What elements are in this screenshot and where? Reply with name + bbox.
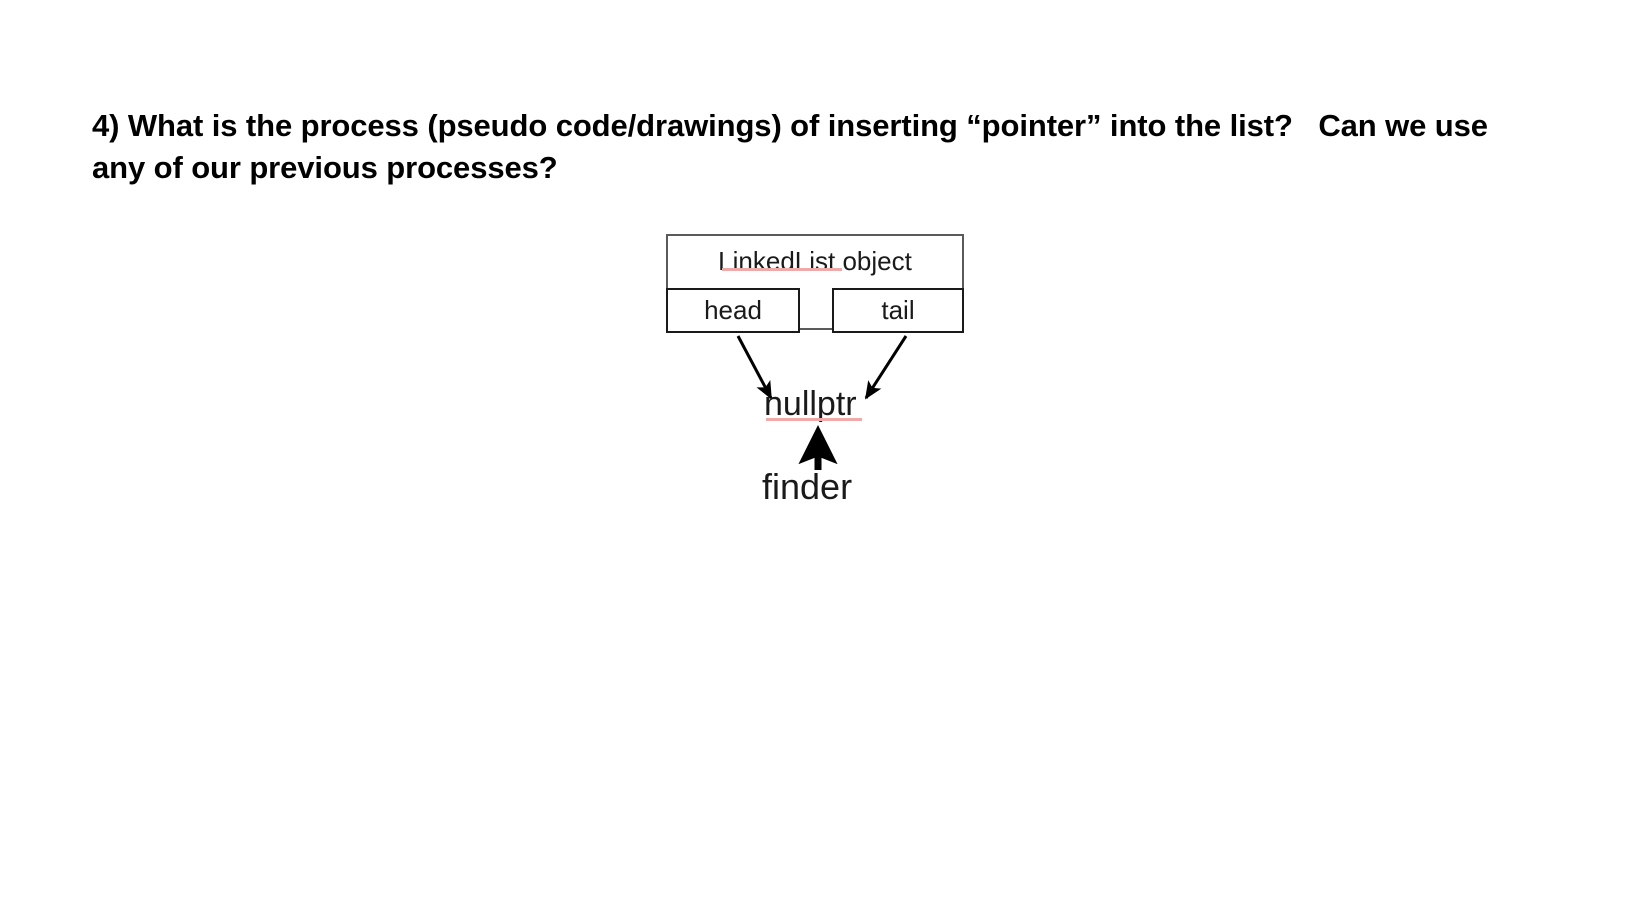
spellcheck-underline-nullptr — [766, 418, 862, 421]
finder-label: finder — [762, 466, 853, 507]
question-text: 4) What is the process (pseudo code/draw… — [92, 108, 1497, 186]
linkedlist-object-box: LinkedList object — [666, 234, 964, 330]
arrow-head-to-nullptr — [736, 335, 773, 400]
nullptr-label: nullptr — [764, 385, 857, 423]
field-box-tail: tail — [832, 288, 964, 333]
field-box-head: head — [666, 288, 800, 333]
spellcheck-underline-linkedlist — [722, 268, 842, 271]
arrow-tail-to-nullptr — [864, 335, 908, 400]
linkedlist-object-title: LinkedList object — [718, 246, 912, 276]
